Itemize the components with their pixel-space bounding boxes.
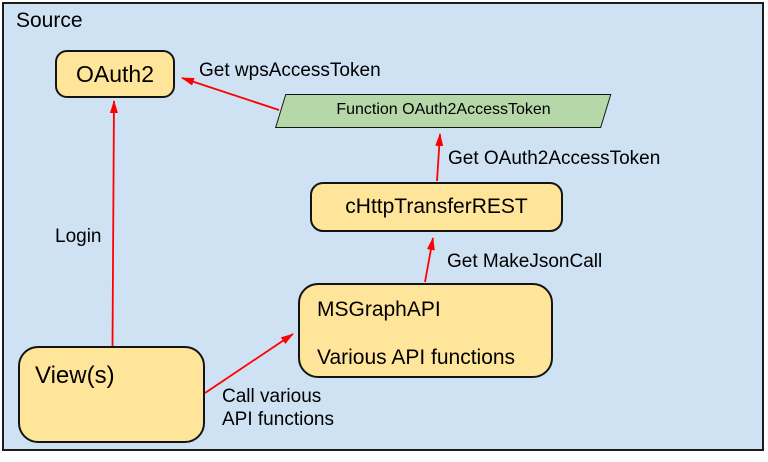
edge-label-get-oauth2-access-token: Get OAuth2AccessToken bbox=[448, 148, 661, 169]
edge-label-call-various-line1: Call various bbox=[222, 386, 322, 407]
node-views: View(s) bbox=[18, 346, 205, 443]
node-oauth2: OAuth2 bbox=[55, 50, 175, 98]
edge-label-get-make-json-call: Get MakeJsonCall bbox=[447, 251, 603, 272]
edge-label-get-wps-access-token: Get wpsAccessToken bbox=[199, 60, 381, 81]
node-chttp-transfer-rest: cHttpTransferREST bbox=[310, 182, 563, 232]
node-msgraph-api-label: MSGraphAPI bbox=[317, 298, 441, 321]
edge-label-call-various-line2: API functions bbox=[222, 409, 334, 430]
edge-label-login: Login bbox=[55, 226, 102, 247]
node-msgraph-api-sublabel: Various API functions bbox=[317, 345, 516, 369]
node-chttp-transfer-rest-label: cHttpTransferREST bbox=[345, 194, 528, 218]
edge-label-call-various-api-functions: Call various API functions bbox=[222, 385, 334, 431]
node-function-oauth2-access-token-label: Function OAuth2AccessToken bbox=[336, 101, 551, 118]
node-views-label: View(s) bbox=[35, 362, 115, 389]
diagram-title: Source bbox=[16, 9, 83, 32]
node-function-oauth2-access-token: Function OAuth2AccessToken bbox=[275, 94, 612, 128]
node-msgraph-api: MSGraphAPI Various API functions bbox=[298, 283, 553, 378]
node-oauth2-label: OAuth2 bbox=[76, 60, 154, 87]
